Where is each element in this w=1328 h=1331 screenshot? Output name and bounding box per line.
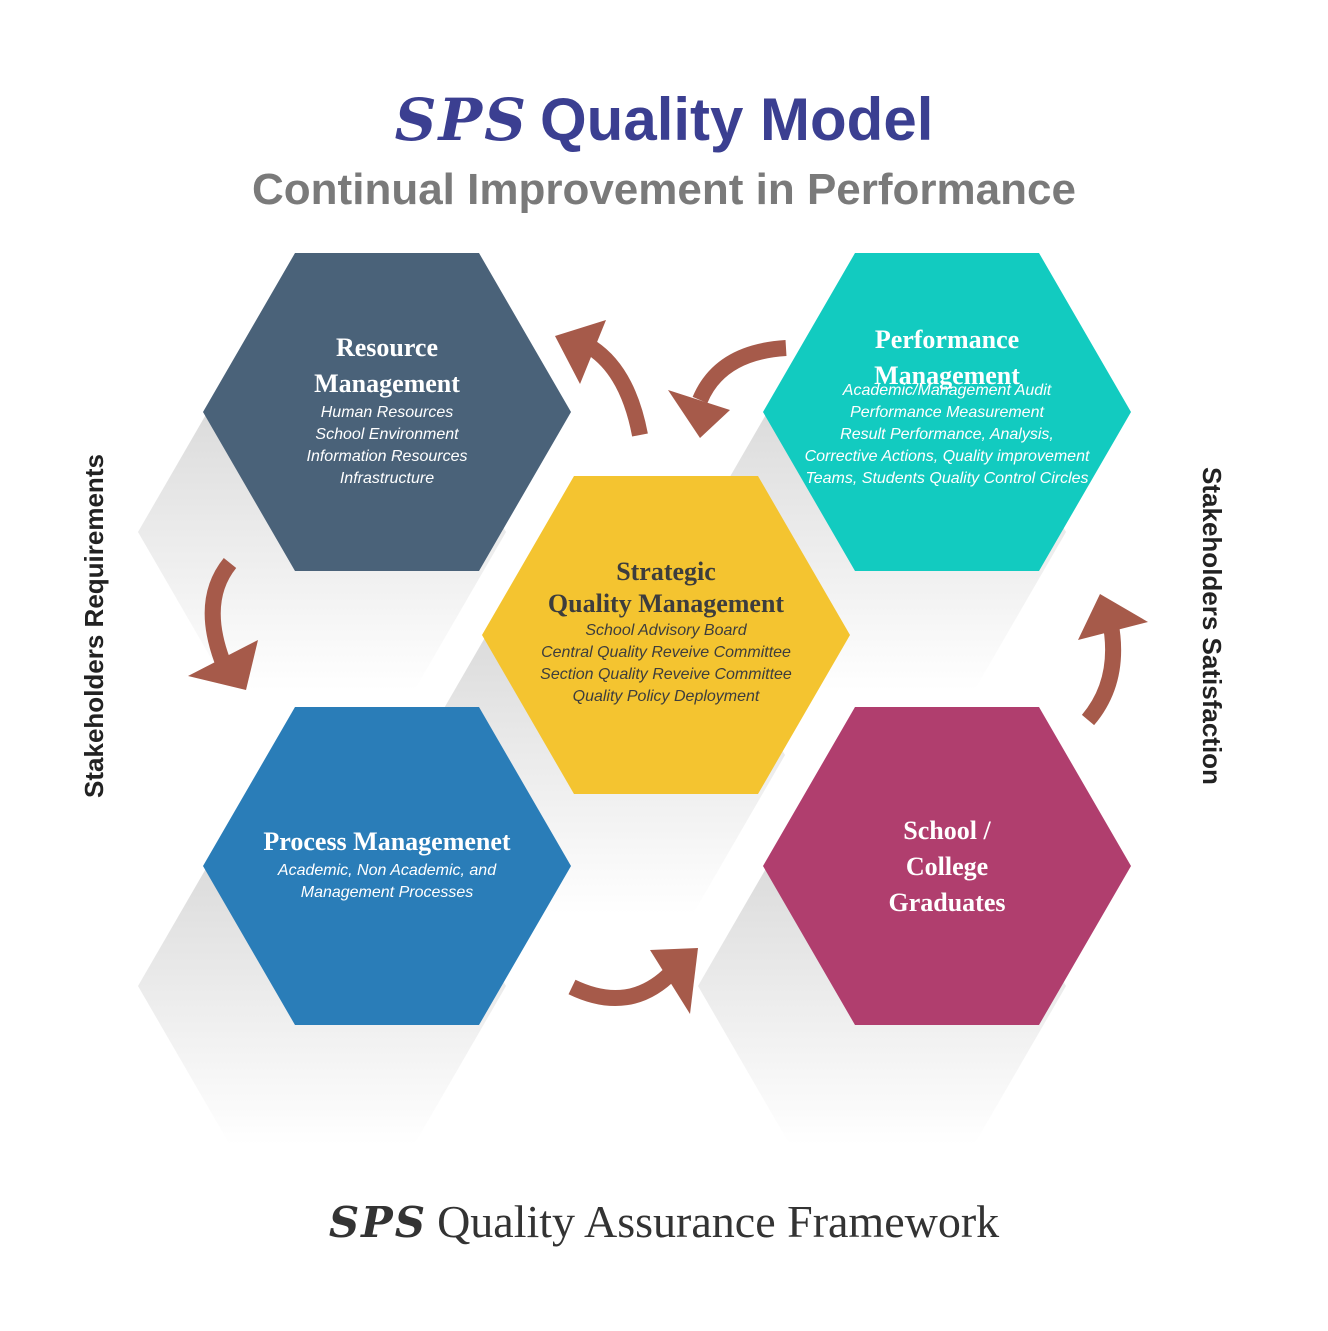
arrow-performance-to-center (668, 340, 787, 438)
footer-text: Quality Assurance Framework (437, 1196, 1000, 1247)
performance-title-line-1: Performance (874, 325, 1020, 354)
resource-item: School Environment (315, 426, 459, 443)
resource-item: Information Resources (306, 448, 468, 465)
sps-logo-mark-footer: SPS (328, 1198, 428, 1247)
process-item: Academic, Non Academic, and (277, 862, 497, 879)
performance-management-text: Performance Management Academic/Manageme… (797, 322, 1097, 490)
graduates-title-line-1: School / (903, 816, 991, 845)
strategic-item: School Advisory Board (585, 622, 747, 639)
stakeholders-satisfaction-label: Stakeholders Satisfaction (1197, 467, 1227, 785)
strategic-title-line-2: Quality Management (547, 589, 785, 618)
process-item: Management Processes (300, 884, 474, 901)
performance-item: Corrective Actions, Quality improvement (804, 448, 1090, 465)
process-management-text: Process Managemenet Academic, Non Academ… (237, 824, 537, 904)
resource-item: Infrastructure (339, 470, 435, 487)
title-text: Quality Model (540, 86, 934, 153)
arrow-graduates-to-performance (1078, 594, 1148, 726)
performance-title-line-2: Management (874, 361, 1020, 390)
strategic-hexagon (482, 476, 850, 794)
performance-hexagon (763, 253, 1131, 571)
resource-management-text: Resource Management Human Resources Scho… (237, 330, 537, 490)
process-title: Process Managemenet (263, 827, 511, 856)
graduates-title-line-2: College (905, 852, 989, 881)
arrow-center-to-resource (555, 320, 648, 437)
strategic-title-line-1: Strategic (616, 557, 716, 586)
graduates-text: School / College Graduates (797, 813, 1097, 921)
arrow-process-to-graduates (568, 948, 698, 1014)
strategic-item: Quality Policy Deployment (572, 688, 760, 705)
performance-item: Result Performance, Analysis, (840, 426, 1054, 443)
strategic-item: Central Quality Reveive Committee (541, 644, 791, 661)
performance-item: Performance Measurement (850, 404, 1044, 421)
stakeholders-requirements-label: Stakeholders Requirements (79, 454, 109, 798)
page-subtitle: Continual Improvement in Performance (252, 165, 1076, 214)
strategic-item: Section Quality Reveive Committee (540, 666, 792, 683)
resource-title-line-1: Resource (335, 333, 439, 362)
resource-title-line-2: Management (314, 369, 460, 398)
strategic-quality-management-text: Strategic Quality Management School Advi… (516, 556, 816, 708)
performance-item: Academic/Management Audit (842, 382, 1052, 399)
resource-item: Human Resources (320, 404, 454, 421)
graduates-hexagon (763, 707, 1131, 1025)
graduates-title-line-3: Graduates (888, 888, 1006, 917)
resource-hexagon (203, 253, 571, 571)
arrow-resource-to-process (188, 557, 258, 690)
sps-logo-mark: SPS (394, 86, 528, 154)
process-hexagon (203, 707, 571, 1025)
performance-item: Teams, Students Quality Control Circles (805, 470, 1089, 487)
